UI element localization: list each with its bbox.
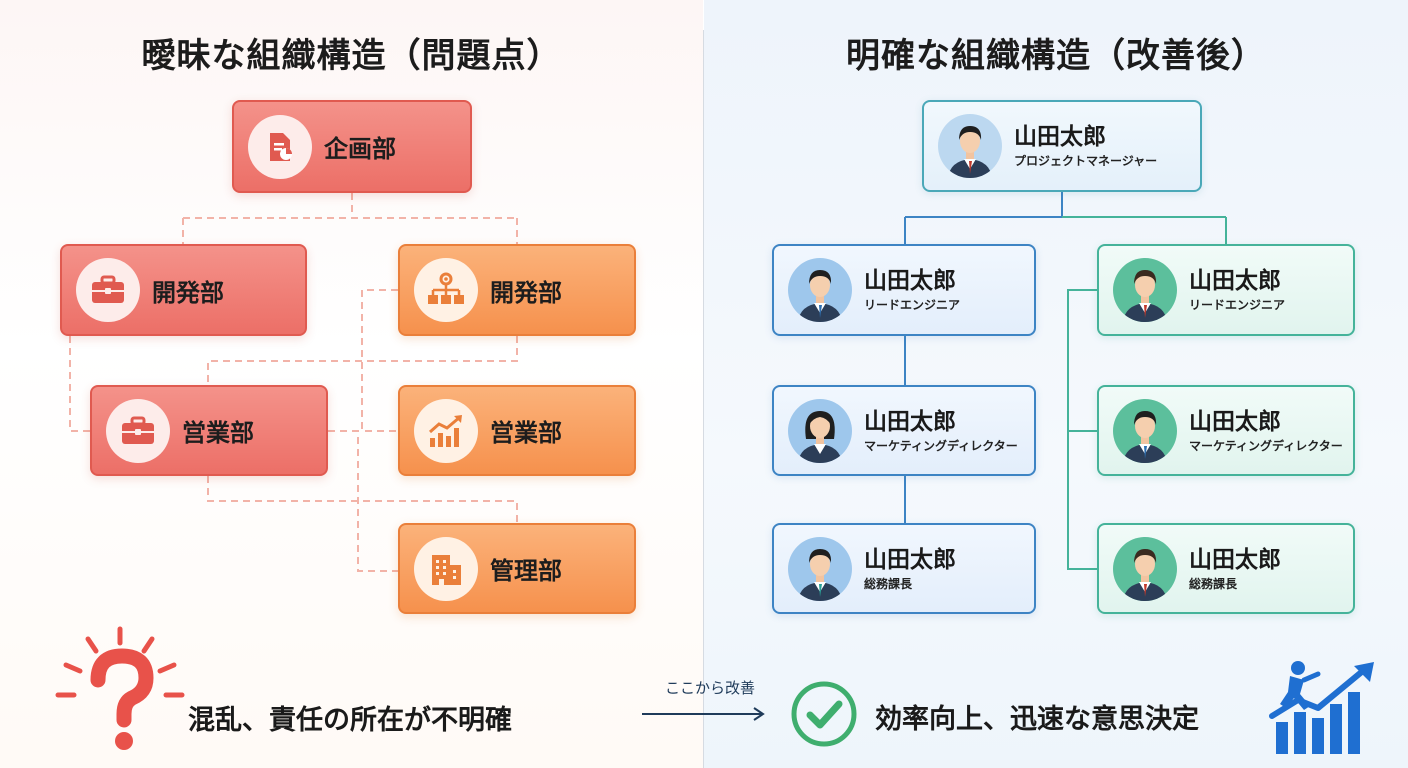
building-icon [414, 536, 478, 601]
panel-divider [703, 30, 704, 768]
person-role: リードエンジニア [864, 298, 961, 312]
org-node-project-manager: 山田太郎 プロジェクトマネージャー [922, 100, 1202, 192]
org-node-marketing-director-1: 山田太郎 マーケティングディレクター [772, 385, 1036, 476]
avatar-female-icon [788, 398, 852, 463]
avatar-male-icon [1113, 398, 1177, 463]
bar-chart-up-icon [414, 398, 478, 463]
briefcase-icon [106, 398, 170, 463]
org-node-general-affairs-2: 山田太郎 総務課長 [1097, 523, 1355, 614]
avatar-male-icon [788, 258, 852, 322]
avatar-male-icon [1113, 536, 1177, 601]
person-growth-chart-icon [1268, 660, 1378, 755]
org-node-lead-engineer-2: 山田太郎 リードエンジニア [1097, 244, 1355, 336]
arrow-right-icon [642, 708, 764, 722]
person-role: 総務課長 [1189, 576, 1238, 591]
document-chart-icon [248, 114, 312, 179]
person-name: 山田太郎 [864, 268, 956, 294]
dept-development-2: 開発部 [398, 244, 636, 336]
improvement-summary: 効率向上、迅速な意思決定 [875, 704, 1199, 735]
org-node-marketing-director-2: 山田太郎 マーケティングディレクター [1097, 385, 1355, 476]
dept-label: 開発部 [152, 278, 224, 307]
left-title: 曖昧な組織構造（問題点） [141, 36, 562, 76]
check-circle-icon [790, 680, 858, 748]
avatar-male-icon [1113, 258, 1177, 322]
person-name: 山田太郎 [864, 408, 956, 435]
dept-planning: 企画部 [232, 100, 472, 193]
dept-label: 営業部 [182, 419, 254, 447]
org-node-lead-engineer-1: 山田太郎 リードエンジニア [772, 244, 1036, 336]
person-name: 山田太郎 [1189, 546, 1281, 573]
person-role: マーケティングディレクター [1189, 438, 1343, 453]
briefcase-icon [76, 258, 140, 322]
dept-admin: 管理部 [398, 523, 636, 614]
person-role: リードエンジニア [1189, 298, 1286, 312]
dept-sales-1: 営業部 [90, 385, 328, 476]
dept-label: 営業部 [490, 419, 562, 447]
avatar-male-icon [788, 536, 852, 601]
person-role: マーケティングディレクター [864, 438, 1018, 453]
person-role: プロジェクトマネージャー [1014, 154, 1158, 168]
person-role: 総務課長 [864, 576, 913, 591]
dept-development-1: 開発部 [60, 244, 307, 336]
person-name: 山田太郎 [1014, 124, 1106, 150]
dept-sales-2: 営業部 [398, 385, 636, 476]
person-name: 山田太郎 [1189, 408, 1281, 435]
transition-label: ここから改善 [664, 679, 755, 697]
avatar-male-icon [938, 114, 1002, 178]
dept-label: 開発部 [490, 278, 562, 307]
org-node-general-affairs-1: 山田太郎 総務課長 [772, 523, 1036, 614]
person-name: 山田太郎 [1189, 268, 1281, 294]
dept-label: 企画部 [324, 135, 396, 163]
problem-summary: 混乱、責任の所在が不明確 [188, 705, 512, 736]
right-title: 明確な組織構造（改善後） [846, 36, 1266, 76]
person-name: 山田太郎 [864, 546, 956, 573]
dept-label: 管理部 [490, 557, 562, 585]
hierarchy-gear-icon [414, 258, 478, 322]
question-mark-icon [50, 625, 190, 760]
